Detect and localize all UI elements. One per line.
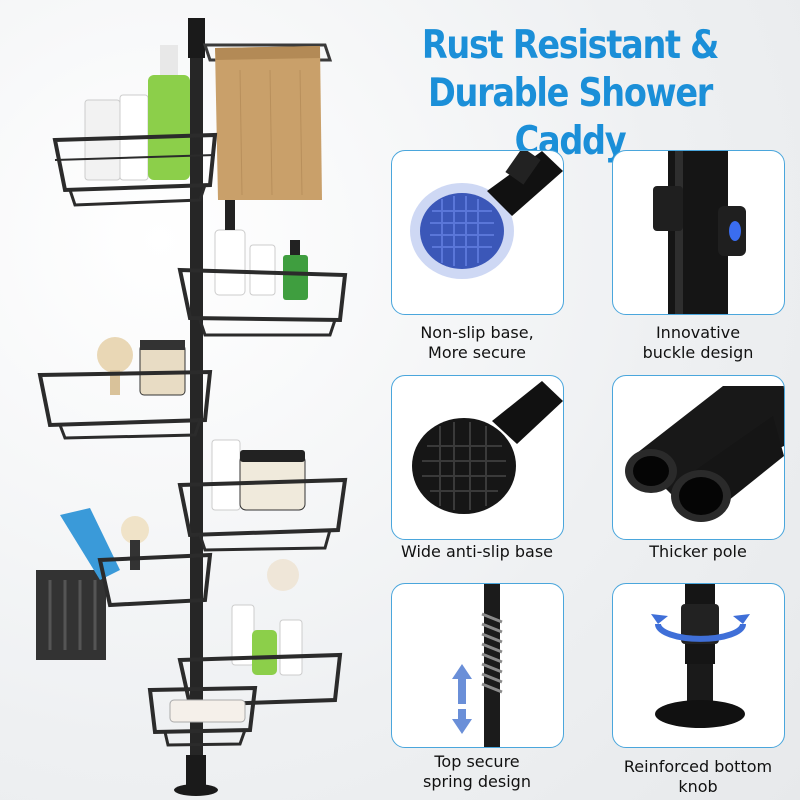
- headline: Rust Resistant & Durable Shower Caddy: [381, 22, 759, 166]
- spring-icon: [452, 584, 503, 747]
- feature-caption-anti-slip-base: Wide anti-slip base: [400, 542, 554, 561]
- feature-caption-spring: Top secure spring design: [423, 752, 531, 791]
- headline-line-2: Durable Shower Caddy: [427, 71, 713, 164]
- feature-card-anti-slip-base: [391, 375, 564, 540]
- feature-card-buckle: [612, 150, 785, 315]
- feature-caption-non-slip-base: Non-slip base, More secure: [420, 323, 534, 362]
- feature-caption-buckle: Innovative buckle design: [642, 323, 754, 362]
- shower-caddy-image: [36, 18, 348, 796]
- feature-caption-bottom-knob: Reinforced bottom knob: [623, 757, 773, 796]
- feature-card-spring: [391, 583, 564, 748]
- headline-line-1: Rust Resistant &: [421, 23, 720, 68]
- feature-card-thicker-pole: [612, 375, 785, 540]
- feature-card-non-slip-base: [391, 150, 564, 315]
- anti-slip-base-icon: [412, 381, 563, 514]
- buckle-icon: [653, 151, 746, 314]
- feature-card-bottom-knob: [612, 583, 785, 748]
- suction-base-icon: [410, 151, 563, 279]
- bottom-knob-icon: [651, 584, 750, 728]
- thick-pole-icon: [625, 386, 784, 522]
- feature-caption-thicker-pole: Thicker pole: [649, 542, 747, 561]
